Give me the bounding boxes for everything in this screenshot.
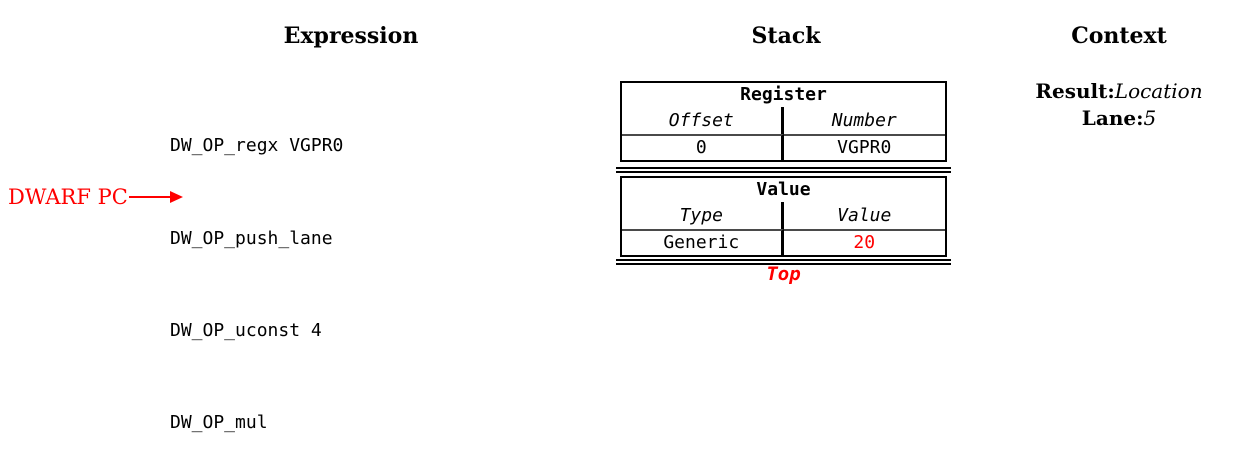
stack-entry-grid: Type Value Generic 20: [622, 202, 945, 255]
dwarf-pc-label: DWARF PC: [8, 185, 128, 209]
column-header-offset: Offset: [622, 107, 784, 134]
stack-entry-grid: Offset Number 0 VGPR0: [622, 107, 945, 160]
context-panel: Result:Location Lane:5: [1009, 78, 1229, 132]
column-header-number: Number: [831, 110, 897, 131]
right-arrowhead-icon: [169, 191, 183, 203]
stack-entry-value: Value Type Value Generic 20: [620, 176, 947, 257]
context-result-line: Result:Location: [1009, 78, 1229, 105]
expression-item: DW_OP_mul: [170, 411, 268, 433]
stack-entry-separator: [616, 259, 951, 265]
stack-entry-separator: [616, 167, 951, 173]
expression-item: DW_OP_regx VGPR0: [170, 135, 344, 157]
register-number-value: VGPR0: [783, 134, 945, 160]
value-type-value: Generic: [622, 229, 784, 255]
column-header-value: Value: [837, 205, 892, 226]
context-column-header: Context: [1071, 23, 1167, 49]
lane-label: Lane:: [1081, 106, 1144, 130]
column-header-type: Type: [622, 202, 784, 229]
register-offset-value: 0: [622, 134, 784, 160]
result-value: Location: [1114, 79, 1203, 103]
expression-item: DW_OP_uconst 4: [170, 319, 322, 341]
stack-entry-register: Register Offset Number 0 VGPR0: [620, 81, 947, 162]
context-lane-line: Lane:5: [1009, 105, 1229, 132]
stack-top-label: Top: [766, 263, 801, 285]
right-arrow-icon: [128, 196, 170, 198]
value-value: 20: [783, 229, 945, 255]
dwarf-pc-pointer: DWARF PC: [8, 185, 183, 209]
stack-entry-title: Register: [740, 84, 827, 105]
result-label: Result:: [1035, 79, 1115, 103]
lane-value: 5: [1143, 106, 1157, 130]
expression-item: DW_OP_push_lane: [170, 227, 333, 249]
expression-column-header: Expression: [283, 23, 419, 49]
stack-column-header: Stack: [751, 23, 821, 49]
expression-list: DW_OP_regx VGPR0 DW_OP_push_lane DW_OP_u…: [170, 70, 343, 468]
stack-entry-title: Value: [756, 179, 811, 200]
